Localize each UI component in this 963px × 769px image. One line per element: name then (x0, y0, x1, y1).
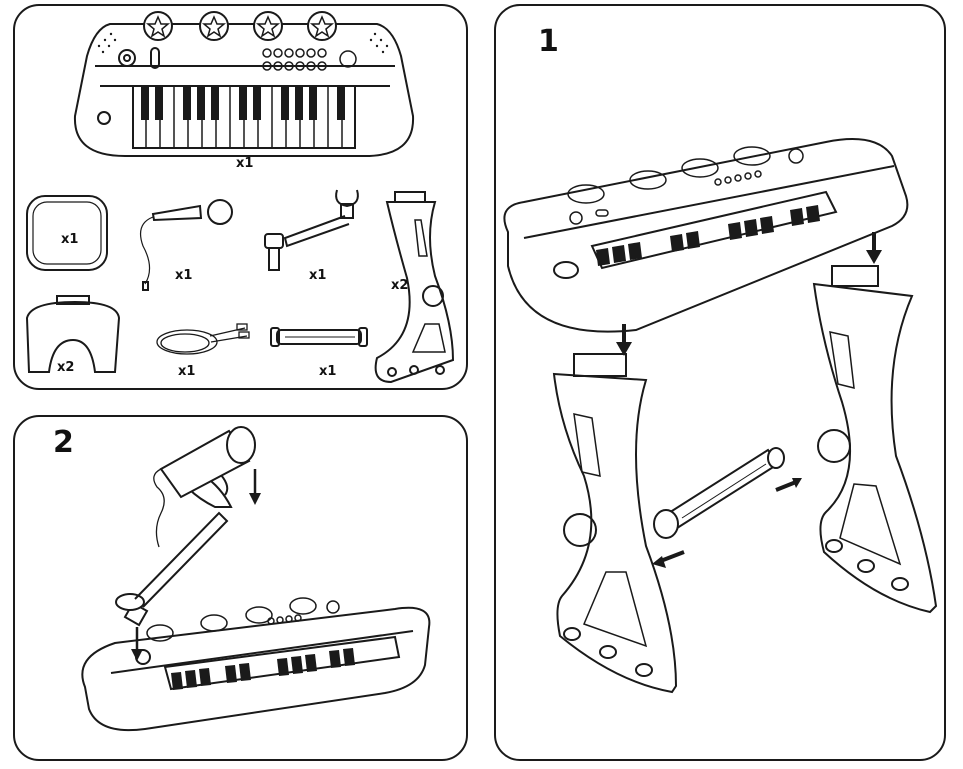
step-1-illustration (503, 138, 938, 694)
crossbar-part-drawing (270, 327, 368, 347)
seat-pad-quantity: x1 (61, 232, 79, 247)
leg-part-drawing (374, 191, 455, 384)
right-leg-drawing (812, 265, 938, 614)
left-leg-drawing (552, 353, 678, 694)
keyboard-perspective-drawing (81, 597, 431, 732)
down-arrow-icons (616, 232, 882, 356)
step-number: 2 (53, 425, 74, 460)
step-2-illustration (81, 426, 431, 732)
microphone-part-drawing (140, 199, 233, 291)
foot-quantity: x2 (57, 360, 75, 375)
keyboard-quantity: x1 (236, 156, 254, 171)
keyboard-perspective-drawing (503, 138, 909, 333)
step-2-panel: 2 (13, 415, 468, 761)
step-1-panel: 1 (494, 4, 946, 761)
mic-holder-part-drawing (264, 189, 359, 271)
keyboard-part-drawing (73, 11, 415, 157)
microphone-quantity: x1 (175, 268, 193, 283)
leg-quantity: x2 (391, 278, 409, 293)
mic-arm-drawing (115, 473, 233, 627)
parts-list-panel: x1 x1 x1 x1 x2 x2 x1 x1 (13, 4, 468, 390)
cable-part-drawing (156, 323, 250, 355)
crossbar-quantity: x1 (319, 364, 337, 379)
step-number: 1 (538, 24, 559, 59)
microphone-step2-drawing (153, 426, 261, 548)
parts-illustration (25, 11, 455, 384)
crossbar-drawing (652, 447, 802, 568)
cable-quantity: x1 (178, 364, 196, 379)
foot-part-drawing (25, 295, 121, 373)
mic-holder-quantity: x1 (309, 268, 327, 283)
seat-pad-part-drawing (26, 195, 108, 271)
